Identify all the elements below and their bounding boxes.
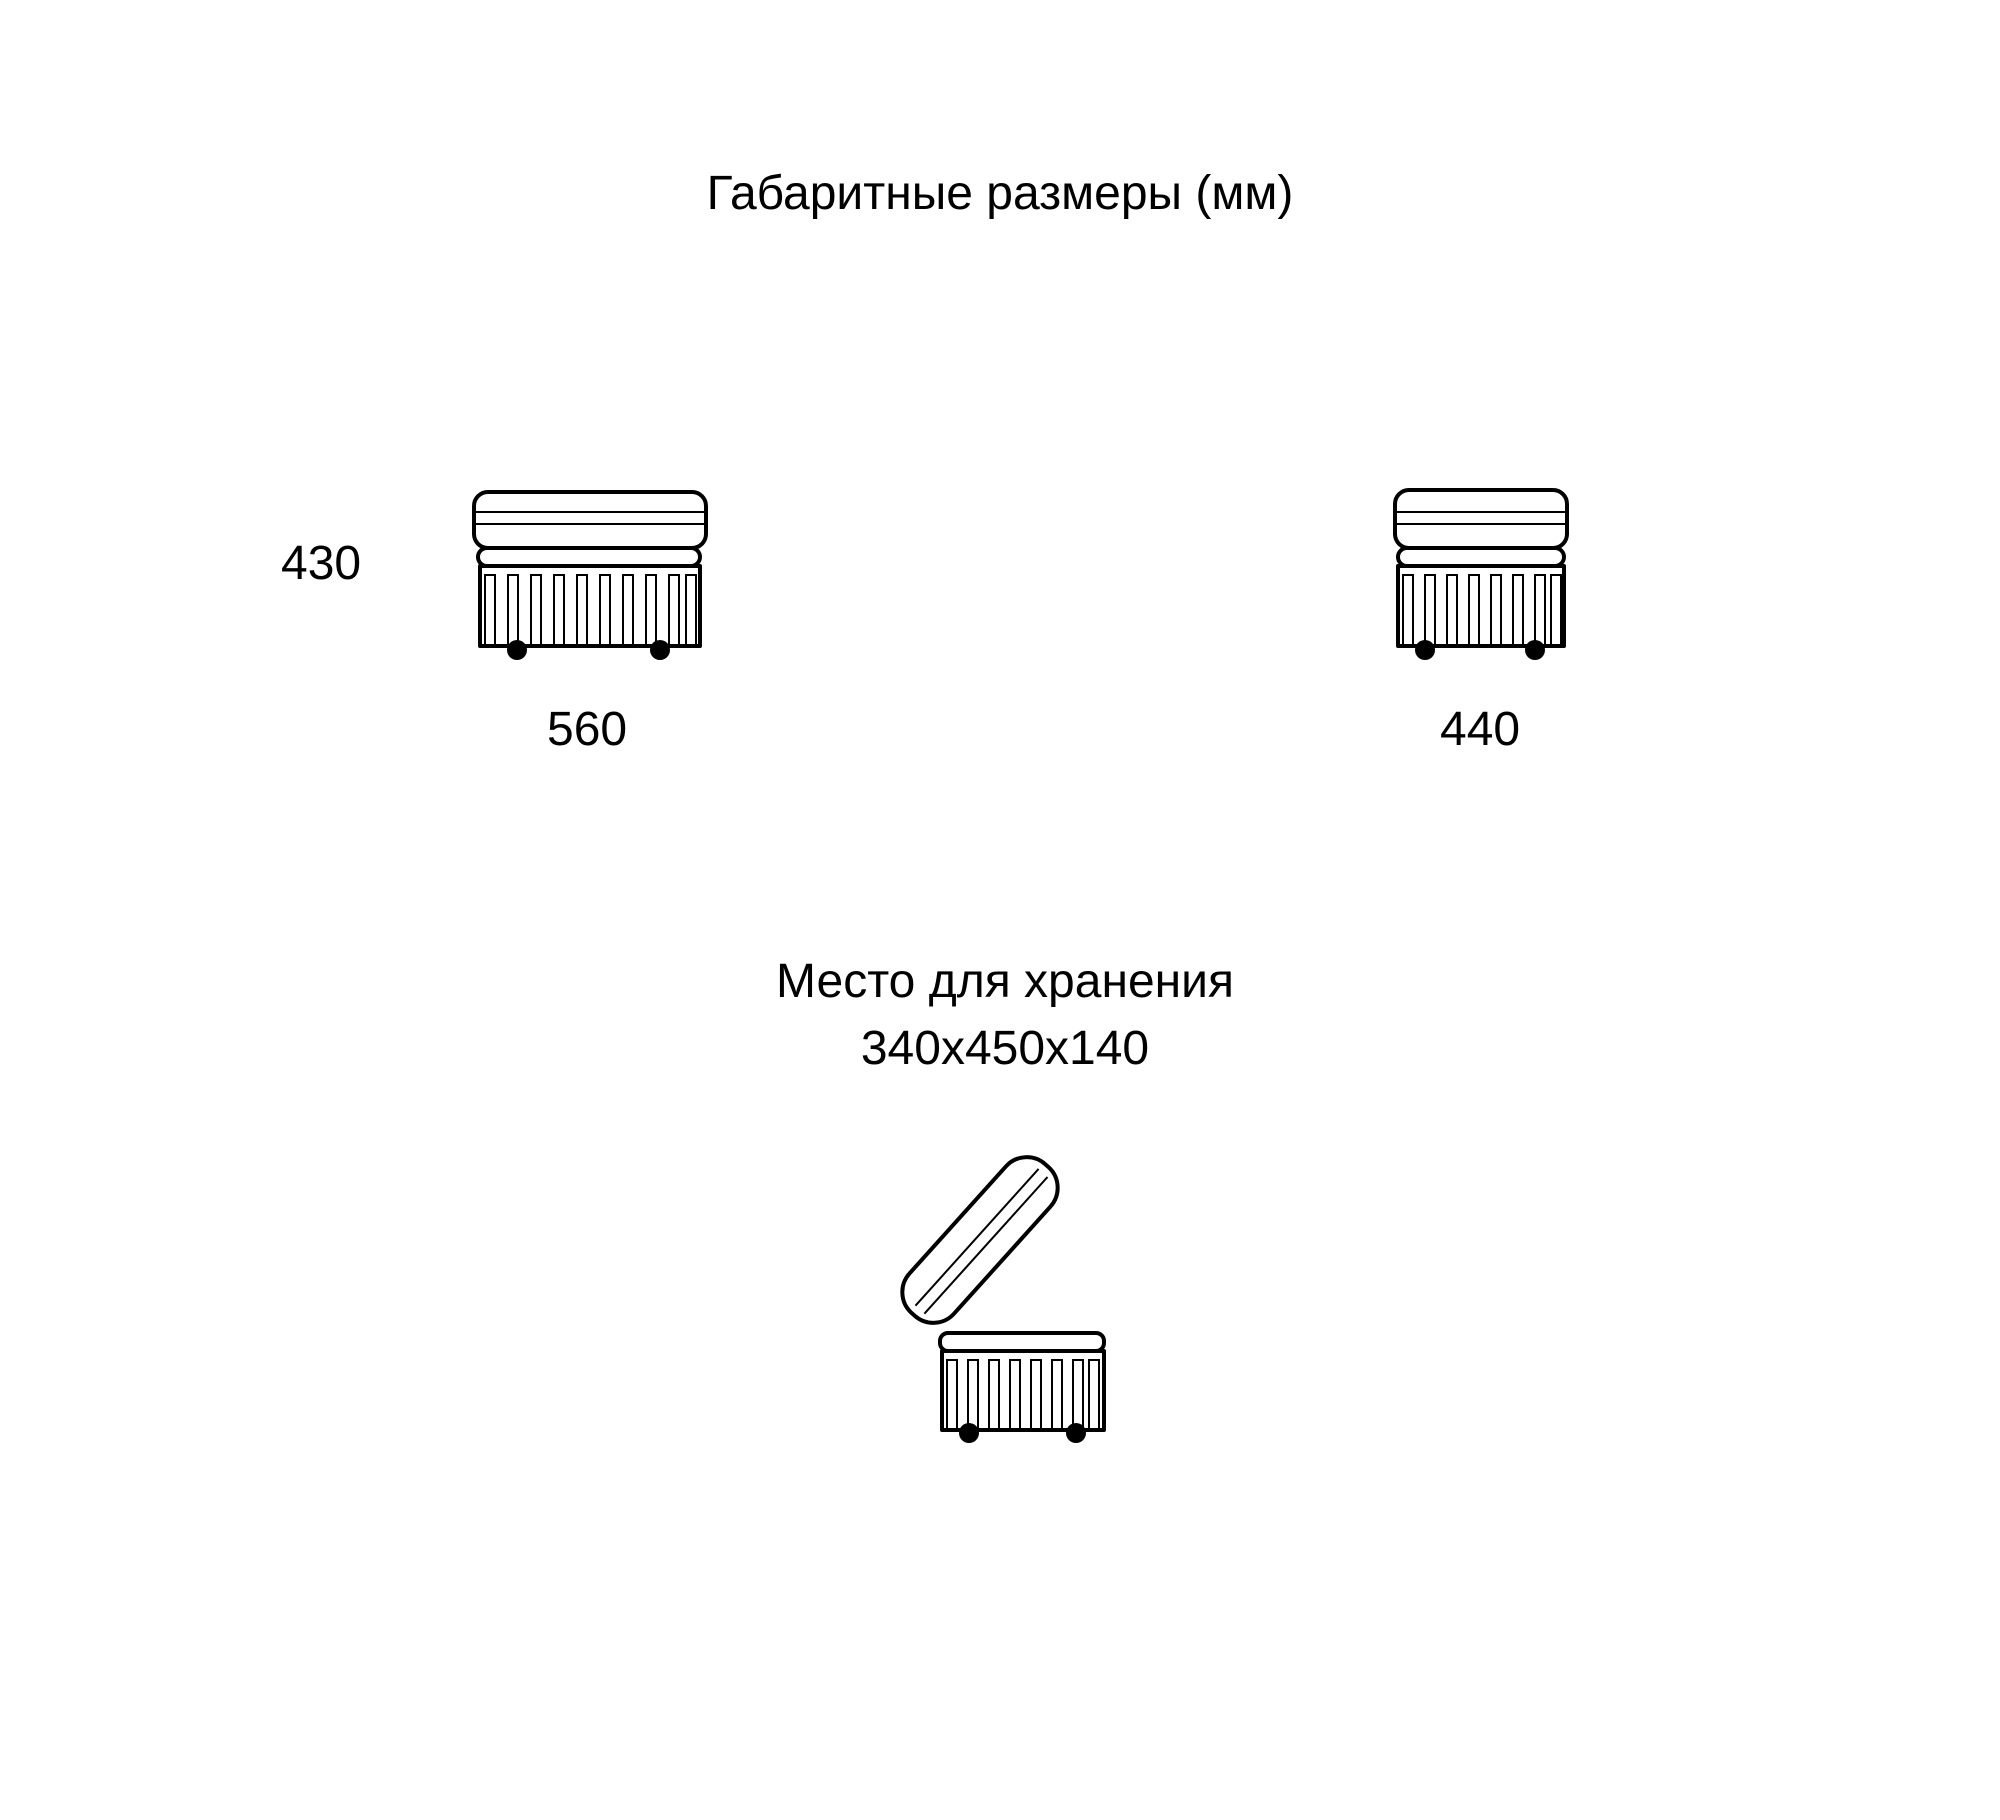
side-depth-dimension-label: 440 [1440,703,1521,756]
pouf-open-wheel-left [959,1423,979,1443]
pouf-open-lid [900,1155,1060,1325]
pouf-side-wheel-left [1415,640,1435,660]
storage-dimensions-label: 340x450x140 [860,1022,1150,1075]
pouf-front-wheel-left [507,640,527,660]
pouf-side-view [1393,488,1569,660]
front-width-dimension-label: 560 [547,703,628,756]
pouf-side-skirt [1396,564,1566,648]
pouf-front-view [472,490,708,660]
pouf-side-roll [1396,546,1566,568]
pouf-front-skirt [478,564,702,648]
height-dimension-label: 430 [281,537,362,590]
pouf-front-cushion [472,490,708,550]
pouf-open-view [900,1155,1106,1443]
pouf-front-roll [476,546,702,568]
pouf-open-roll [938,1331,1106,1353]
pouf-open-skirt [940,1349,1106,1432]
pouf-front-wheel-right [650,640,670,660]
pouf-side-cushion [1393,488,1569,550]
pouf-open-wheel-right [1066,1423,1086,1443]
page-title: Габаритные размеры (мм) [706,167,1294,220]
pouf-side-wheel-right [1525,640,1545,660]
storage-title: Место для хранения [776,955,1234,1008]
